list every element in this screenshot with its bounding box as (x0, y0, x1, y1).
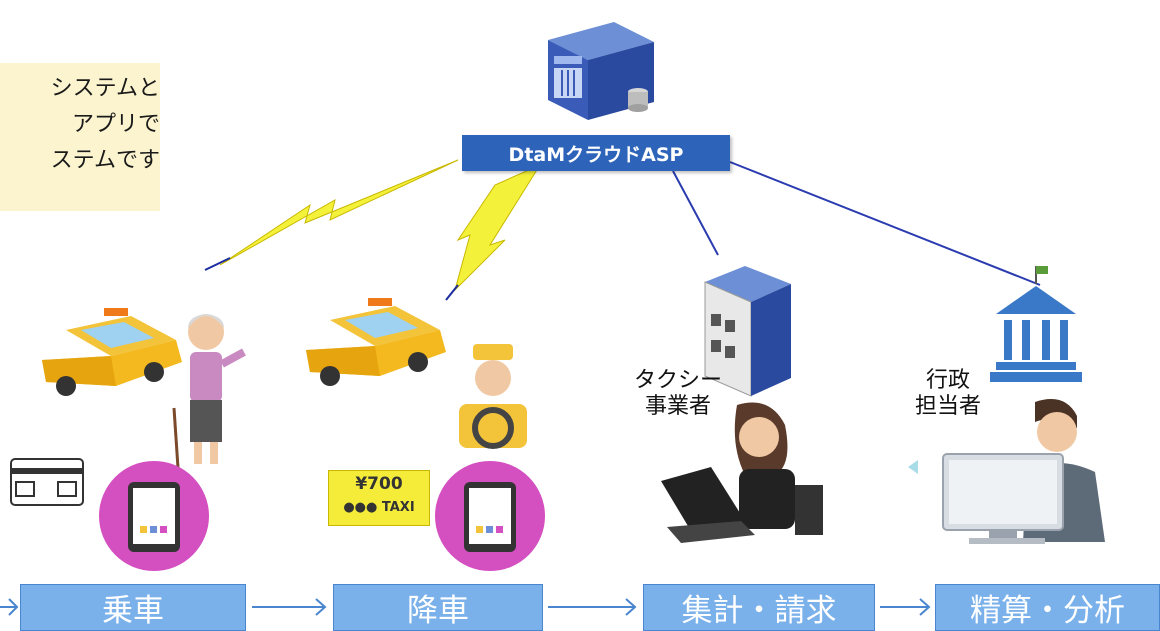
operator-man-icon (942, 399, 1105, 544)
government-line2: 担当者 (915, 394, 982, 419)
office-building-icon (704, 266, 791, 397)
government-line1: 行政 (926, 368, 971, 393)
taxi-driver-icon (459, 344, 527, 449)
government-building-icon (990, 266, 1082, 382)
step-billing: 集計・請求 (643, 584, 875, 631)
server-icon (548, 22, 654, 120)
taxi-company-label: タクシー 事業者 (634, 368, 722, 420)
taxi-icon-2 (306, 298, 446, 386)
fare-sign: ¥700 ●●● TAXI (328, 470, 430, 526)
tablet-app-icon-2 (435, 461, 545, 571)
cloud-asp-label: DtaMクラウドASP (462, 135, 730, 171)
flow-arrow-icon (880, 598, 931, 616)
step-boarding: 乗車 (20, 584, 246, 631)
flow-arrow-icon (0, 598, 19, 616)
wireless-link-boarding (204, 159, 459, 271)
intro-line-2: アプリで (71, 112, 160, 137)
elderly-passenger-icon (172, 314, 246, 469)
flow-arrow-icon (548, 598, 637, 616)
taxi-company-line1: タクシー (634, 368, 723, 393)
operator-woman-icon (661, 402, 823, 543)
intro-line-1: システムと (50, 76, 160, 101)
small-arrow-left-icon (908, 460, 918, 474)
fare-taxi-label: TAXI (381, 500, 415, 515)
flow-arrow-icon (252, 598, 327, 616)
link-to-government (729, 161, 1041, 286)
tablet-app-icon (99, 461, 209, 571)
fare-amount: ¥700 (355, 474, 403, 494)
fare-taxi-word: ●●● TAXI (343, 500, 415, 515)
step-alighting: 降車 (333, 584, 543, 631)
link-to-company (672, 170, 719, 256)
wireless-link-alighting (445, 163, 542, 301)
intro-line-3: ステムです (50, 148, 160, 173)
step-settlement: 精算・分析 (935, 584, 1160, 631)
taxi-icon (42, 308, 182, 396)
government-label: 行政 担当者 (915, 368, 981, 420)
taxi-company-line2: 事業者 (645, 394, 712, 419)
intro-note: システムと アプリで ステムです (0, 63, 160, 211)
ic-card-icon (10, 458, 84, 506)
